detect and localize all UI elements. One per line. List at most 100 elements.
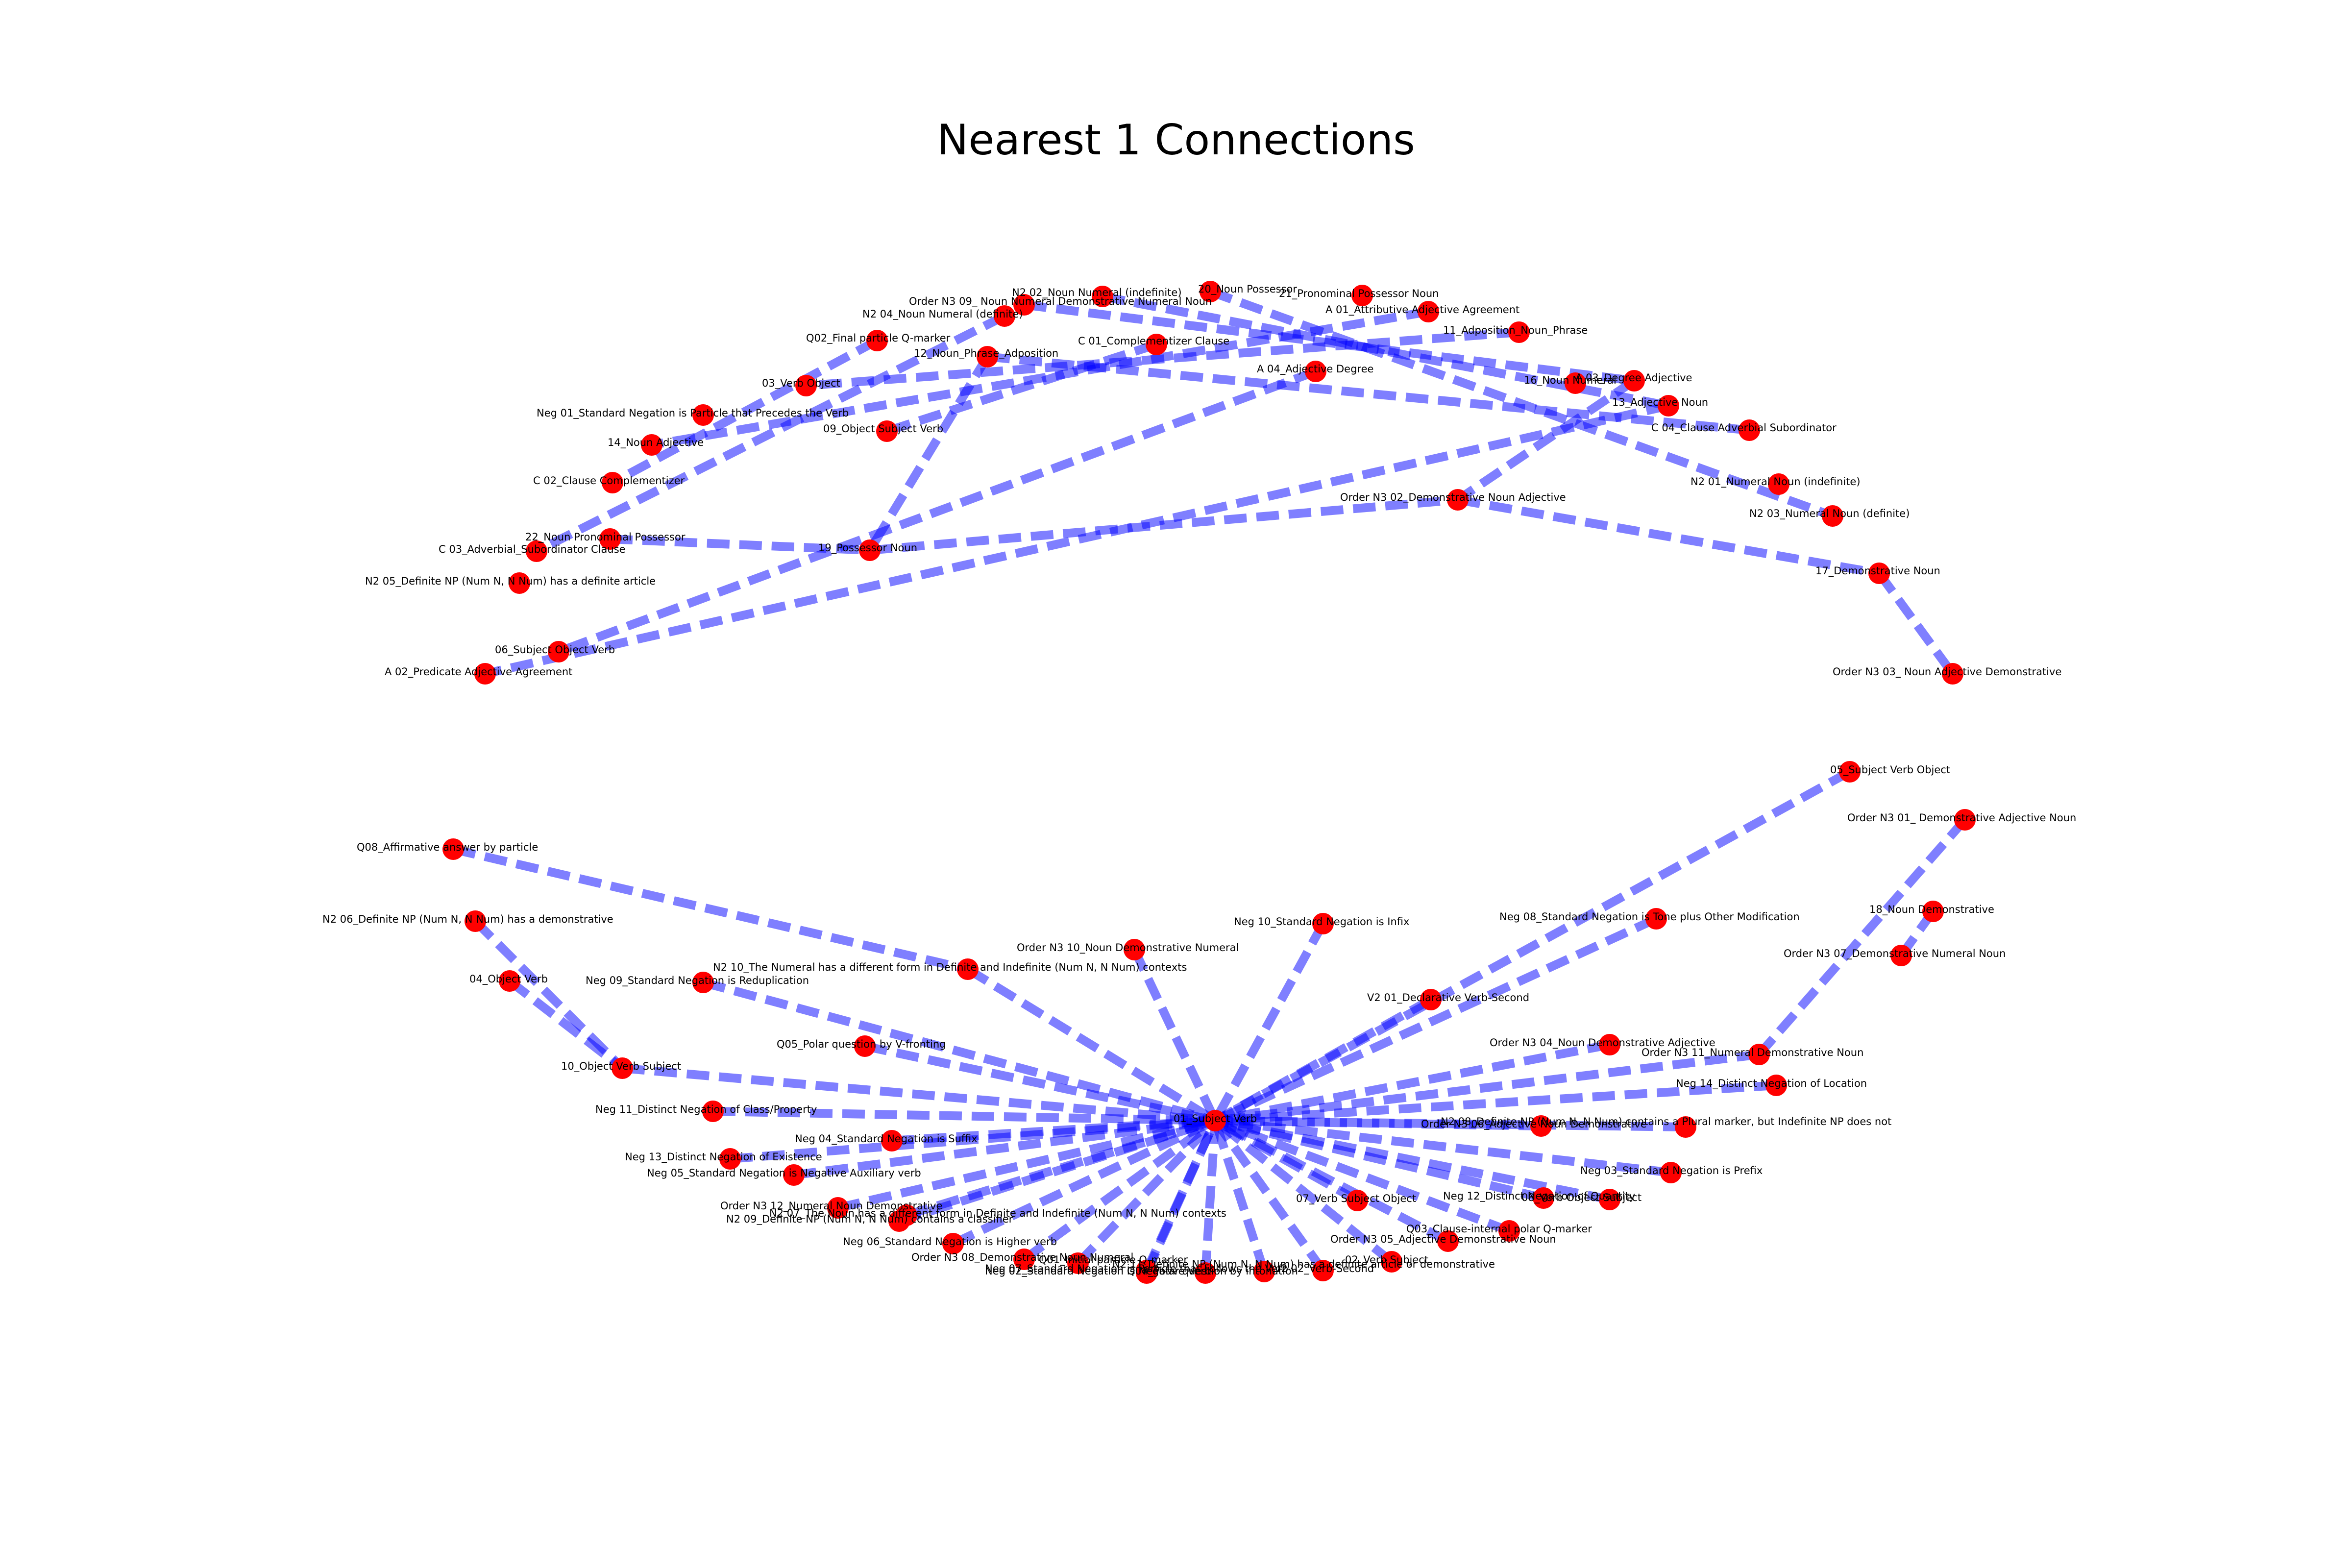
node-n_n2_09[interactable]	[888, 1210, 910, 1232]
node-n_a_02[interactable]	[474, 663, 496, 685]
node-n_n2_05[interactable]	[509, 572, 530, 594]
node-label-n_q03: Q03_Clause-internal polar Q-marker	[1406, 1223, 1592, 1235]
node-n_order_n3_11[interactable]	[1748, 1044, 1770, 1065]
node-n_22_noun_pronominal_possessor[interactable]	[599, 528, 621, 550]
node-n_neg_13[interactable]	[719, 1148, 741, 1170]
node-n_09_object_subject_verb[interactable]	[876, 420, 898, 442]
node-label-n_n2_03: N2 03_Numeral Noun (definite)	[1749, 508, 1910, 520]
node-n_03_verb_object[interactable]	[795, 375, 817, 396]
edges-layer	[452, 287, 1968, 1275]
node-n_order_n3_07[interactable]	[1890, 945, 1912, 966]
node-label-n_order_n3_08: Order N3 08_Demonstrative Noun Numeral	[911, 1251, 1133, 1264]
node-n_n2_02[interactable]	[1092, 286, 1113, 307]
node-n_n2_03[interactable]	[1822, 505, 1843, 527]
node-label-n_neg_14: Neg 14_Distinct Negation of Location	[1676, 1078, 1867, 1090]
node-n_19_possessor_noun[interactable]	[859, 539, 881, 561]
edge-n_q05-n_01_subject_verb	[864, 1042, 1216, 1125]
node-n_17_demonstrative_noun[interactable]	[1868, 563, 1890, 584]
edge-n_neg_09-n_01_subject_verb	[702, 978, 1217, 1125]
node-n_a_04[interactable]	[1305, 361, 1326, 382]
node-n_18_noun_demonstrative[interactable]	[1922, 901, 1944, 922]
node-n_10_object_verb_subject[interactable]	[612, 1057, 633, 1079]
node-n_neg_02[interactable]	[1136, 1262, 1157, 1284]
node-n_neg_12[interactable]	[1533, 1187, 1554, 1209]
node-n_01_subject_verb[interactable]	[1204, 1110, 1226, 1131]
node-label-n_order_n3_10: Order N3 10_Noun Demonstrative Numeral	[1017, 942, 1239, 954]
node-n_neg_08[interactable]	[1645, 908, 1667, 930]
node-n_q01[interactable]	[1067, 1252, 1089, 1274]
node-n_n2_01[interactable]	[1768, 473, 1789, 495]
edge-n_a_01-n_14_noun_adjective	[651, 307, 1429, 449]
node-n_n2_08[interactable]	[1675, 1116, 1696, 1138]
node-label-n_01_subject_verb: 01_Subject Verb	[1174, 1113, 1257, 1125]
node-n_order_n3_04[interactable]	[1599, 1034, 1620, 1055]
node-n_order_n3_05[interactable]	[1437, 1230, 1459, 1252]
node-n_c_01[interactable]	[1146, 334, 1167, 355]
node-n_06_subject_object_verb[interactable]	[548, 641, 569, 662]
node-n_q08[interactable]	[442, 838, 464, 860]
node-label-n_n2_10: N2 10_The Numeral has a different form i…	[713, 961, 1187, 974]
node-n_c_03[interactable]	[526, 540, 547, 562]
node-n_20_noun_possessor[interactable]	[1200, 281, 1221, 302]
node-n_neg_11[interactable]	[702, 1101, 724, 1122]
node-n_a_03[interactable]	[1623, 370, 1645, 392]
node-label-n_neg_01: Neg 01_Standard Negation is Particle tha…	[537, 407, 849, 419]
edge-n_n2_11-n_01_subject_verb	[1211, 1119, 1269, 1273]
node-n_21_pronominal_possessor_noun[interactable]	[1351, 285, 1373, 306]
node-n_q05[interactable]	[854, 1035, 876, 1057]
node-n_neg_05[interactable]	[783, 1164, 805, 1186]
edge-n_19_possessor_noun-n_order_n3_02	[869, 495, 1458, 555]
node-n_n2_11[interactable]	[1253, 1261, 1275, 1282]
edge-n_q03-n_01_subject_verb	[1213, 1116, 1511, 1235]
node-n_neg_10[interactable]	[1312, 913, 1334, 934]
node-n_13_adjective_noun[interactable]	[1658, 395, 1679, 416]
node-label-n_c_03: C 03_Adverbial_Subordinator Clause	[439, 543, 626, 556]
node-n_a_01[interactable]	[1418, 301, 1439, 322]
node-n_n2_04[interactable]	[994, 305, 1015, 327]
node-n_04_object_verb[interactable]	[499, 970, 520, 992]
node-n_11_adposition_np[interactable]	[1508, 321, 1530, 343]
edge-n_order_n3_09-n_a_03	[1023, 300, 1635, 385]
node-label-n_n2_11: N2 11_Definite NP (Num N, N Num) has a d…	[1112, 1258, 1495, 1271]
node-n_q02[interactable]	[866, 330, 888, 351]
edge-n_12_np_adposition-n_19_possessor_noun	[866, 354, 991, 553]
node-n_02_verb_subject[interactable]	[1381, 1251, 1402, 1273]
node-label-n_a_02: A 02_Predicate Adjective Agreement	[385, 666, 572, 678]
node-label-n_neg_07: Neg 07_Standard Negation is Particle tha…	[985, 1263, 1288, 1275]
node-n_neg_06[interactable]	[942, 1233, 964, 1254]
node-label-n_c_02: C 02_Clause Complementizer	[533, 475, 685, 487]
node-n_14_noun_adjective[interactable]	[641, 434, 662, 456]
node-label-n_04_object_verb: 04_Object Verb	[469, 973, 548, 985]
node-label-n_20_noun_possessor: 20_Noun Possessor	[1198, 283, 1297, 295]
node-n_order_n3_12[interactable]	[827, 1197, 849, 1219]
node-n_07_verb_subject_object[interactable]	[1347, 1190, 1368, 1211]
node-n_order_n3_02[interactable]	[1447, 489, 1469, 511]
node-n_order_n3_03[interactable]	[1942, 663, 1963, 685]
node-n_c_02[interactable]	[602, 472, 623, 493]
node-n_order_n3_08[interactable]	[1013, 1249, 1035, 1270]
node-n_order_n3_01[interactable]	[1954, 809, 1976, 831]
node-n_order_n3_06[interactable]	[1530, 1115, 1552, 1137]
node-n_neg_04[interactable]	[881, 1130, 903, 1152]
node-n_q03[interactable]	[1498, 1220, 1520, 1242]
node-n_n2_10[interactable]	[957, 958, 979, 980]
node-n_08_verb_object_subject[interactable]	[1599, 1189, 1620, 1210]
edge-n_n2_09-n_01_subject_verb	[898, 1116, 1217, 1225]
node-n_neg_03[interactable]	[1660, 1162, 1682, 1183]
node-n_12_np_adposition[interactable]	[977, 346, 998, 368]
node-n_order_n3_10[interactable]	[1124, 939, 1145, 960]
node-n_v2_01[interactable]	[1420, 989, 1442, 1010]
node-n_neg_01[interactable]	[692, 404, 714, 426]
node-n_q04[interactable]	[1195, 1262, 1216, 1284]
node-n_c_04[interactable]	[1739, 419, 1760, 441]
edge-n_q02-n_c_02	[610, 337, 880, 487]
node-n_neg_09[interactable]	[692, 972, 714, 993]
node-n_v2_02[interactable]	[1312, 1260, 1334, 1281]
node-n_05_subject_verb_object[interactable]	[1839, 761, 1861, 783]
node-n_neg_14[interactable]	[1765, 1075, 1787, 1096]
node-n_n2_06[interactable]	[465, 910, 486, 932]
edge-n_neg_05-n_01_subject_verb	[793, 1116, 1216, 1179]
node-n_order_n3_09[interactable]	[1013, 294, 1035, 316]
node-n_16_noun_numeral[interactable]	[1565, 372, 1586, 394]
